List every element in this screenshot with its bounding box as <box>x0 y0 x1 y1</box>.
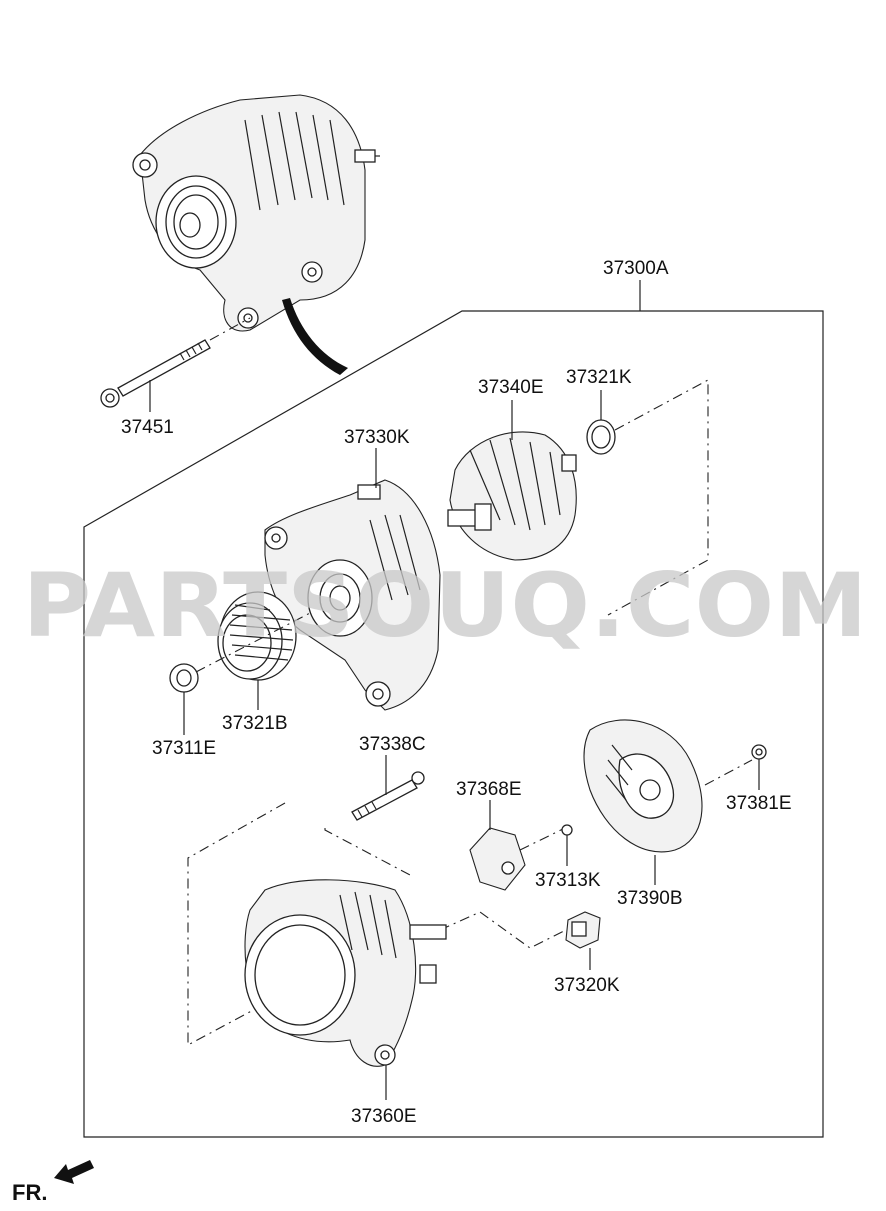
terminal-illustration <box>565 911 601 949</box>
label-regulator: 37368E <box>456 779 522 800</box>
label-nut: 37311E <box>152 738 216 759</box>
regulator-axis <box>519 827 566 851</box>
cover-nut-illustration <box>751 744 767 760</box>
rear-bracket-illustration <box>244 879 447 1067</box>
bolt-illustration <box>100 339 211 408</box>
label-terminal: 37320K <box>554 975 620 996</box>
rear-bracket-axis <box>187 802 411 1046</box>
label-screw: 37313K <box>535 870 601 891</box>
label-assembly: 37300A <box>603 258 669 279</box>
label-front-bracket: 37330K <box>344 427 410 448</box>
screw-illustration <box>561 824 573 836</box>
regulator-illustration <box>469 827 526 891</box>
rear-cover-axis <box>704 759 753 786</box>
label-through-bolt: 37338C <box>359 734 426 755</box>
through-bolt-illustration <box>351 771 425 821</box>
bolt-axis <box>209 317 251 341</box>
label-cover-nut: 37381E <box>726 793 792 814</box>
spacer-illustration <box>586 419 616 455</box>
front-arrow-icon <box>54 1160 94 1184</box>
front-bracket-illustration <box>264 479 441 711</box>
assembly-arrow <box>282 298 348 375</box>
watermark: PARTSOUQ.COM <box>23 554 868 657</box>
alternator-assembly-illustration <box>132 94 380 332</box>
label-rotor: 37340E <box>478 377 544 398</box>
label-pulley: 37321B <box>222 713 288 734</box>
rear-cover-illustration <box>583 719 703 853</box>
assembly-boundary <box>83 310 824 1138</box>
label-rear-bracket: 37360E <box>351 1106 417 1127</box>
label-bolt: 37451 <box>121 417 174 438</box>
label-rear-cover: 37390B <box>617 888 683 909</box>
front-direction-label: FR. <box>12 1180 47 1205</box>
rotor-illustration <box>447 431 577 561</box>
nut-illustration <box>169 663 199 693</box>
label-spacer: 37321K <box>566 367 632 388</box>
rotor-axis <box>607 379 709 616</box>
terminal-axis <box>439 911 567 949</box>
pulley-illustration <box>217 591 297 681</box>
